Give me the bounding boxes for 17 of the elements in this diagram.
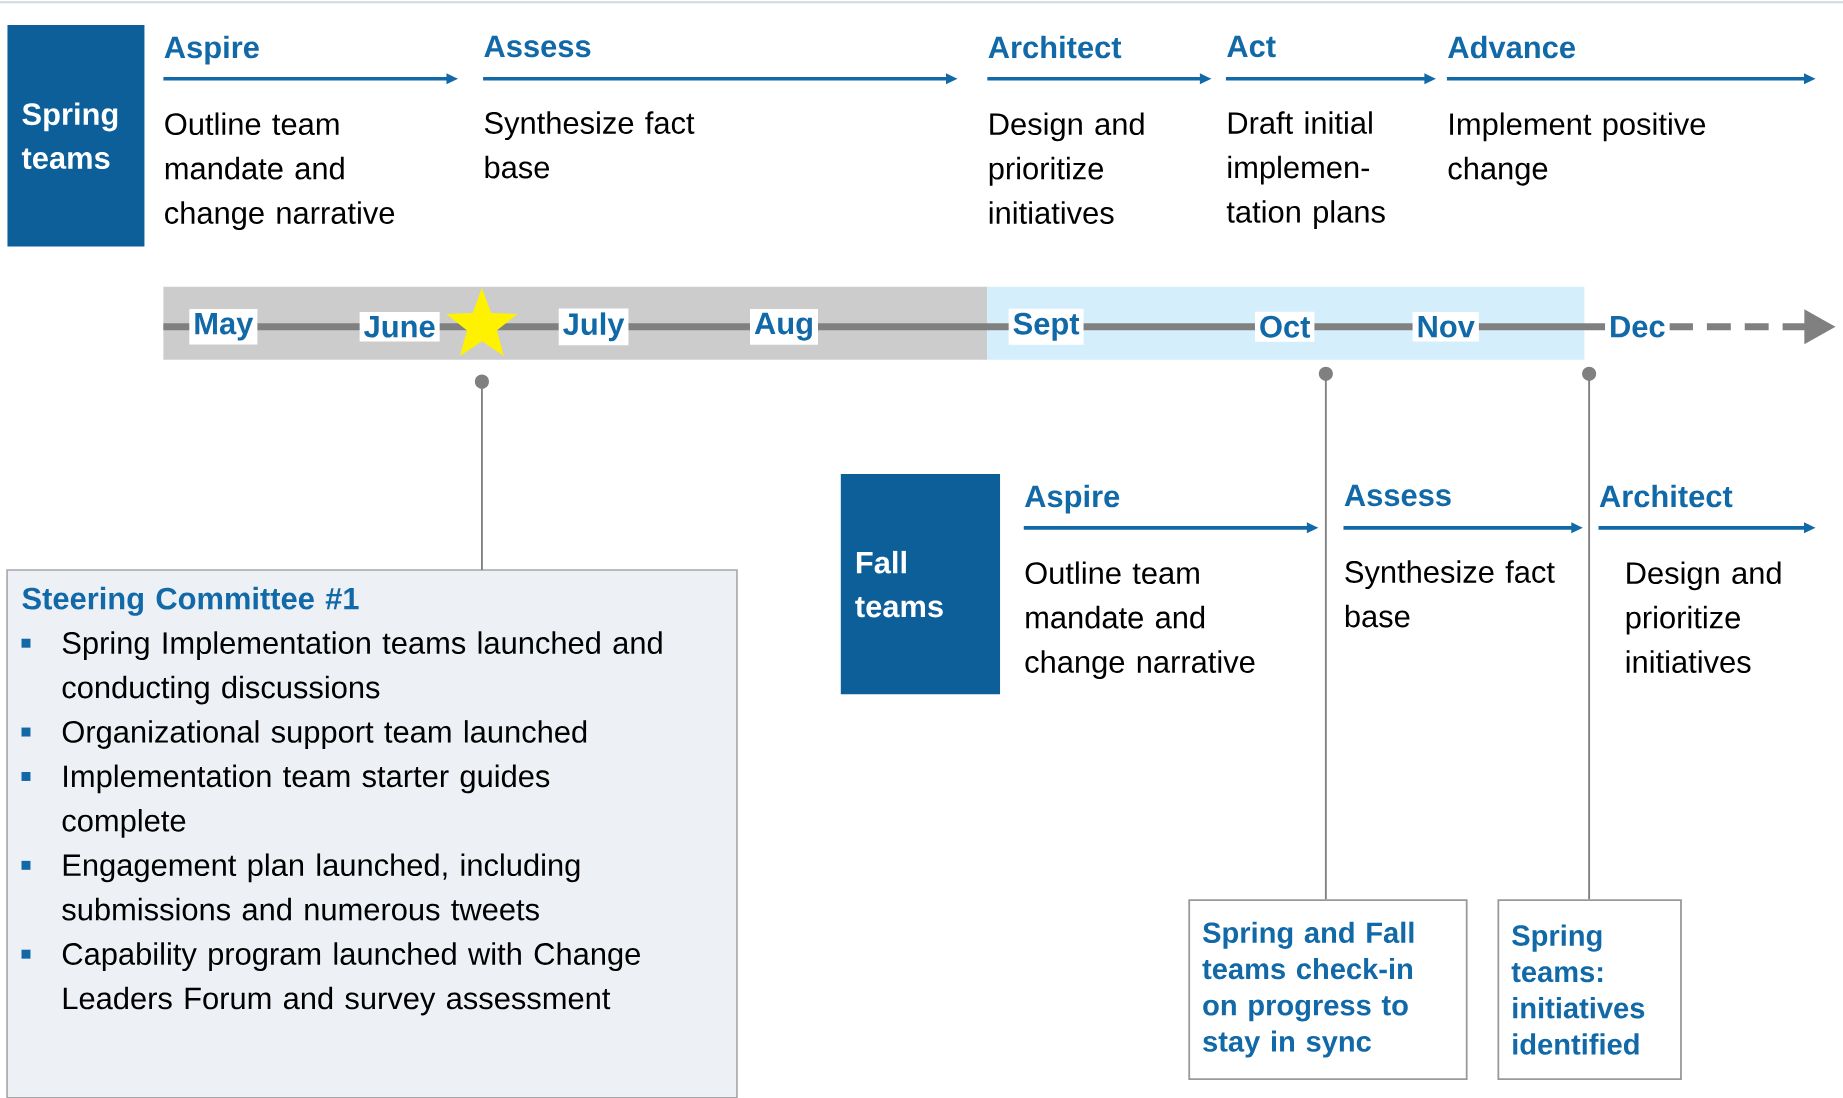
leader-line	[474, 374, 489, 572]
team-box: Fall teams	[840, 474, 1001, 695]
note-box: Steering Committee #1 Spring Implementation teams launched and conducting discussions Organizational support team launched Implementation team starter guides complete Engagement plan launched, including submissions and numerous tweets Capability program launched with Change Leaders Forum and survey assessment	[6, 569, 738, 1098]
month-label: May	[189, 309, 258, 345]
star-marker	[446, 288, 518, 356]
callout-box: Spring and Fall teams check-in on progress to stay in sync	[1188, 899, 1468, 1081]
month-label: Dec	[1605, 312, 1670, 342]
team-box: Spring teams	[7, 25, 145, 247]
leader-line	[1582, 366, 1597, 901]
month-label: Nov	[1412, 312, 1479, 342]
month-label: June	[359, 312, 440, 342]
month-label: Oct	[1255, 311, 1315, 342]
callout-box: Spring teams: initiatives identified	[1497, 899, 1682, 1081]
leader-line	[1318, 366, 1333, 901]
month-label: July	[558, 308, 629, 346]
month-label: Sept	[1008, 308, 1084, 345]
month-label: Aug	[750, 308, 818, 345]
